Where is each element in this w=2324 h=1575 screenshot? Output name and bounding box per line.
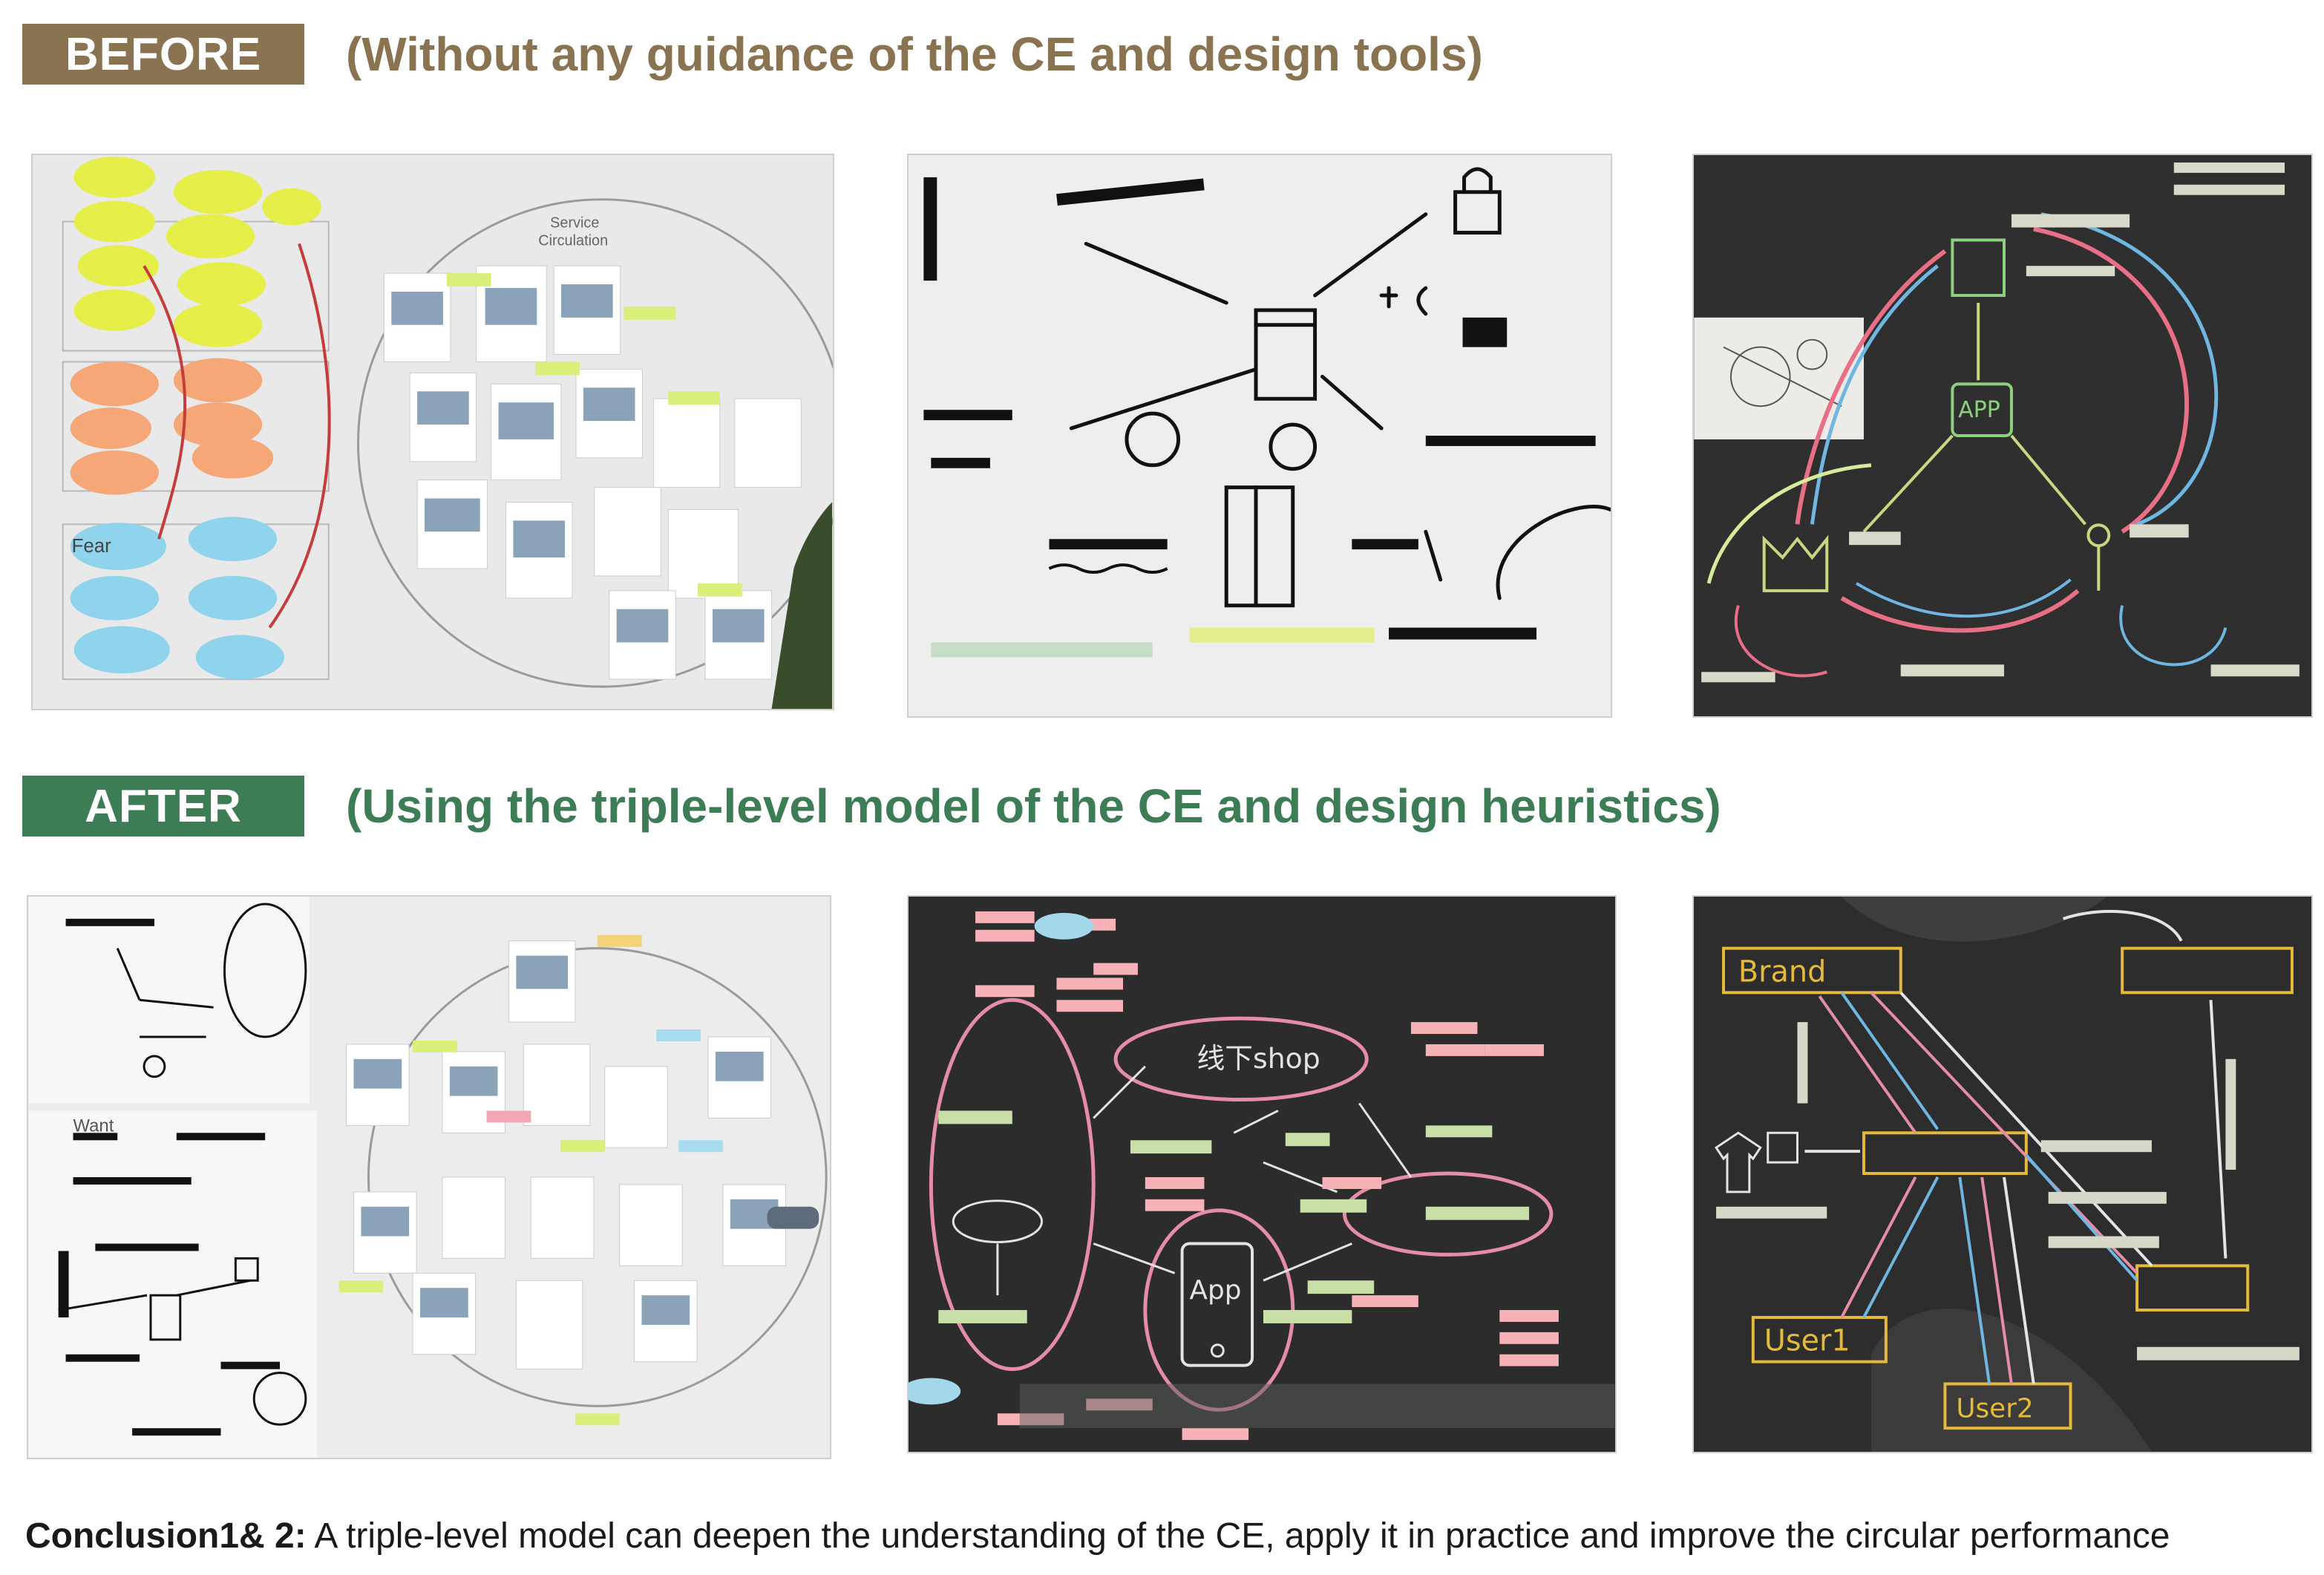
after-photo-chalk-system: Brand User1 User2 [1692,895,2313,1453]
before-photo-sticky-board: Fear Service Circulation [31,154,834,710]
after-photo-sticky-board: Want [27,895,831,1459]
after-board-drawing: Want [28,897,828,1458]
after-photo-chalk-flow: App 线下shop [907,895,1617,1453]
chalk-cycle-drawing: APP [1694,162,2300,683]
before-photo-chalk-cycle: APP [1692,154,2313,718]
before-badge: BEFORE [22,24,304,85]
app-chalk-label: APP [1958,397,2000,423]
service-label: Service [550,215,599,231]
want-label: Want [73,1116,114,1136]
after-chalk-flow-drawing: App 线下shop [909,911,1615,1441]
after-badge: AFTER [22,776,304,836]
sticky-board-drawing: Fear Service Circulation [62,156,833,709]
conclusion-body: A triple-level model can deepen the unde… [306,1516,2170,1556]
brand-chalk-label: Brand [1738,955,1826,989]
after-chalk-system-drawing: Brand User1 User2 [1714,897,2300,1452]
app-chalk-label: App [1190,1275,1242,1306]
after-heading: (Using the triple-level model of the CE … [346,779,1721,833]
user2-chalk-label: User2 [1956,1393,2033,1424]
conclusion-lead: Conclusion1& 2: [25,1516,307,1556]
sketch-drawing [923,167,1611,658]
conclusion-text: Conclusion1& 2: A triple-level model can… [25,1514,2297,1559]
shop-chalk-label: 线下shop [1197,1042,1320,1075]
circulation-label: Circulation [538,232,608,249]
before-heading: (Without any guidance of the CE and desi… [346,27,1483,81]
before-photo-sketch [907,154,1612,718]
fear-label: Fear [72,536,112,557]
user1-chalk-label: User1 [1764,1324,1850,1358]
